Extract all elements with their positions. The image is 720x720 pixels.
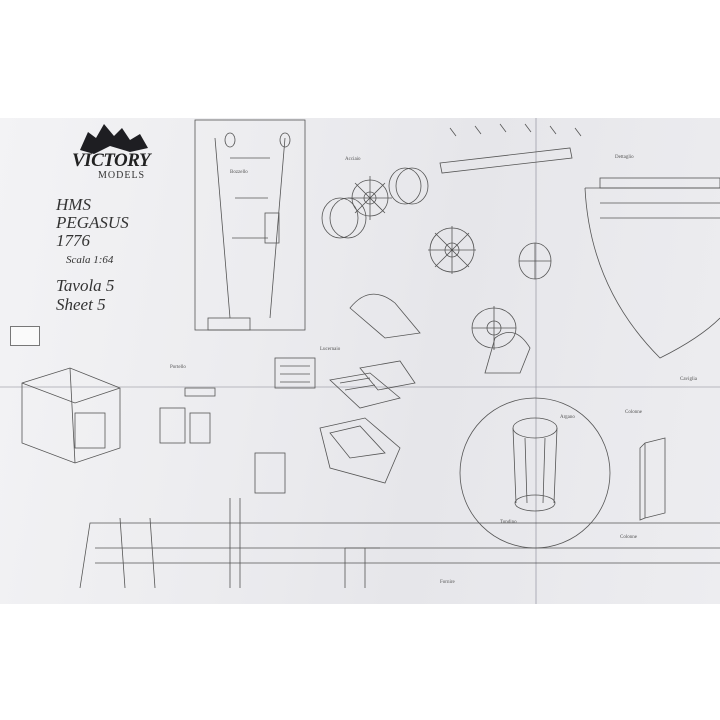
svg-text:Argano: Argano	[560, 415, 575, 420]
ship-name-line1: HMS	[56, 195, 91, 214]
hull-section	[584, 187, 720, 359]
capstan-detail-circle	[459, 397, 611, 549]
svg-text:Fornire: Fornire	[440, 580, 456, 585]
svg-text:Dettaglio: Dettaglio	[615, 155, 634, 160]
sheet-number-en: Sheet 5	[56, 295, 106, 314]
svg-text:Acciaio: Acciaio	[345, 157, 361, 162]
drum-part	[321, 197, 359, 239]
svg-text:Portello: Portello	[170, 365, 186, 370]
title-block: HMS PEGASUS 1776 Scala 1:64 Tavola 5 She…	[56, 195, 129, 315]
plan-sheet: VICTORY MODELS HMS PEGASUS 1776 Scala 1:…	[0, 118, 720, 604]
technical-drawings: Bozzello Acciaio Argano Tondino Colonne …	[21, 119, 720, 589]
svg-text:Colonne: Colonne	[625, 410, 643, 415]
svg-text:Tondino: Tondino	[500, 520, 517, 525]
sheet-number-it: Tavola 5	[56, 276, 115, 295]
parts-stamp	[10, 326, 40, 346]
logo-sub-text: MODELS	[98, 170, 146, 181]
grating-part	[329, 372, 401, 409]
svg-text:Colonne: Colonne	[620, 535, 638, 540]
scale-text: Scala 1:64	[66, 254, 114, 266]
svg-text:Caviglia: Caviglia	[680, 377, 698, 382]
fold-crease-horizontal	[0, 386, 720, 388]
svg-text:Lucernaio: Lucernaio	[320, 347, 341, 352]
fold-crease-vertical	[535, 118, 537, 604]
ship-name-line2: PEGASUS	[56, 213, 129, 232]
hatch-part	[319, 417, 401, 484]
logo-brand-text: VICTORY	[72, 150, 151, 171]
hull-profile	[79, 522, 720, 589]
logo-emblem-icon	[80, 124, 148, 154]
post-part	[639, 437, 666, 521]
victory-models-logo: VICTORY MODELS	[60, 120, 160, 190]
ship-year: 1776	[56, 231, 90, 250]
rigging-detail-box	[194, 119, 306, 331]
svg-text:Bozzello: Bozzello	[230, 170, 248, 175]
